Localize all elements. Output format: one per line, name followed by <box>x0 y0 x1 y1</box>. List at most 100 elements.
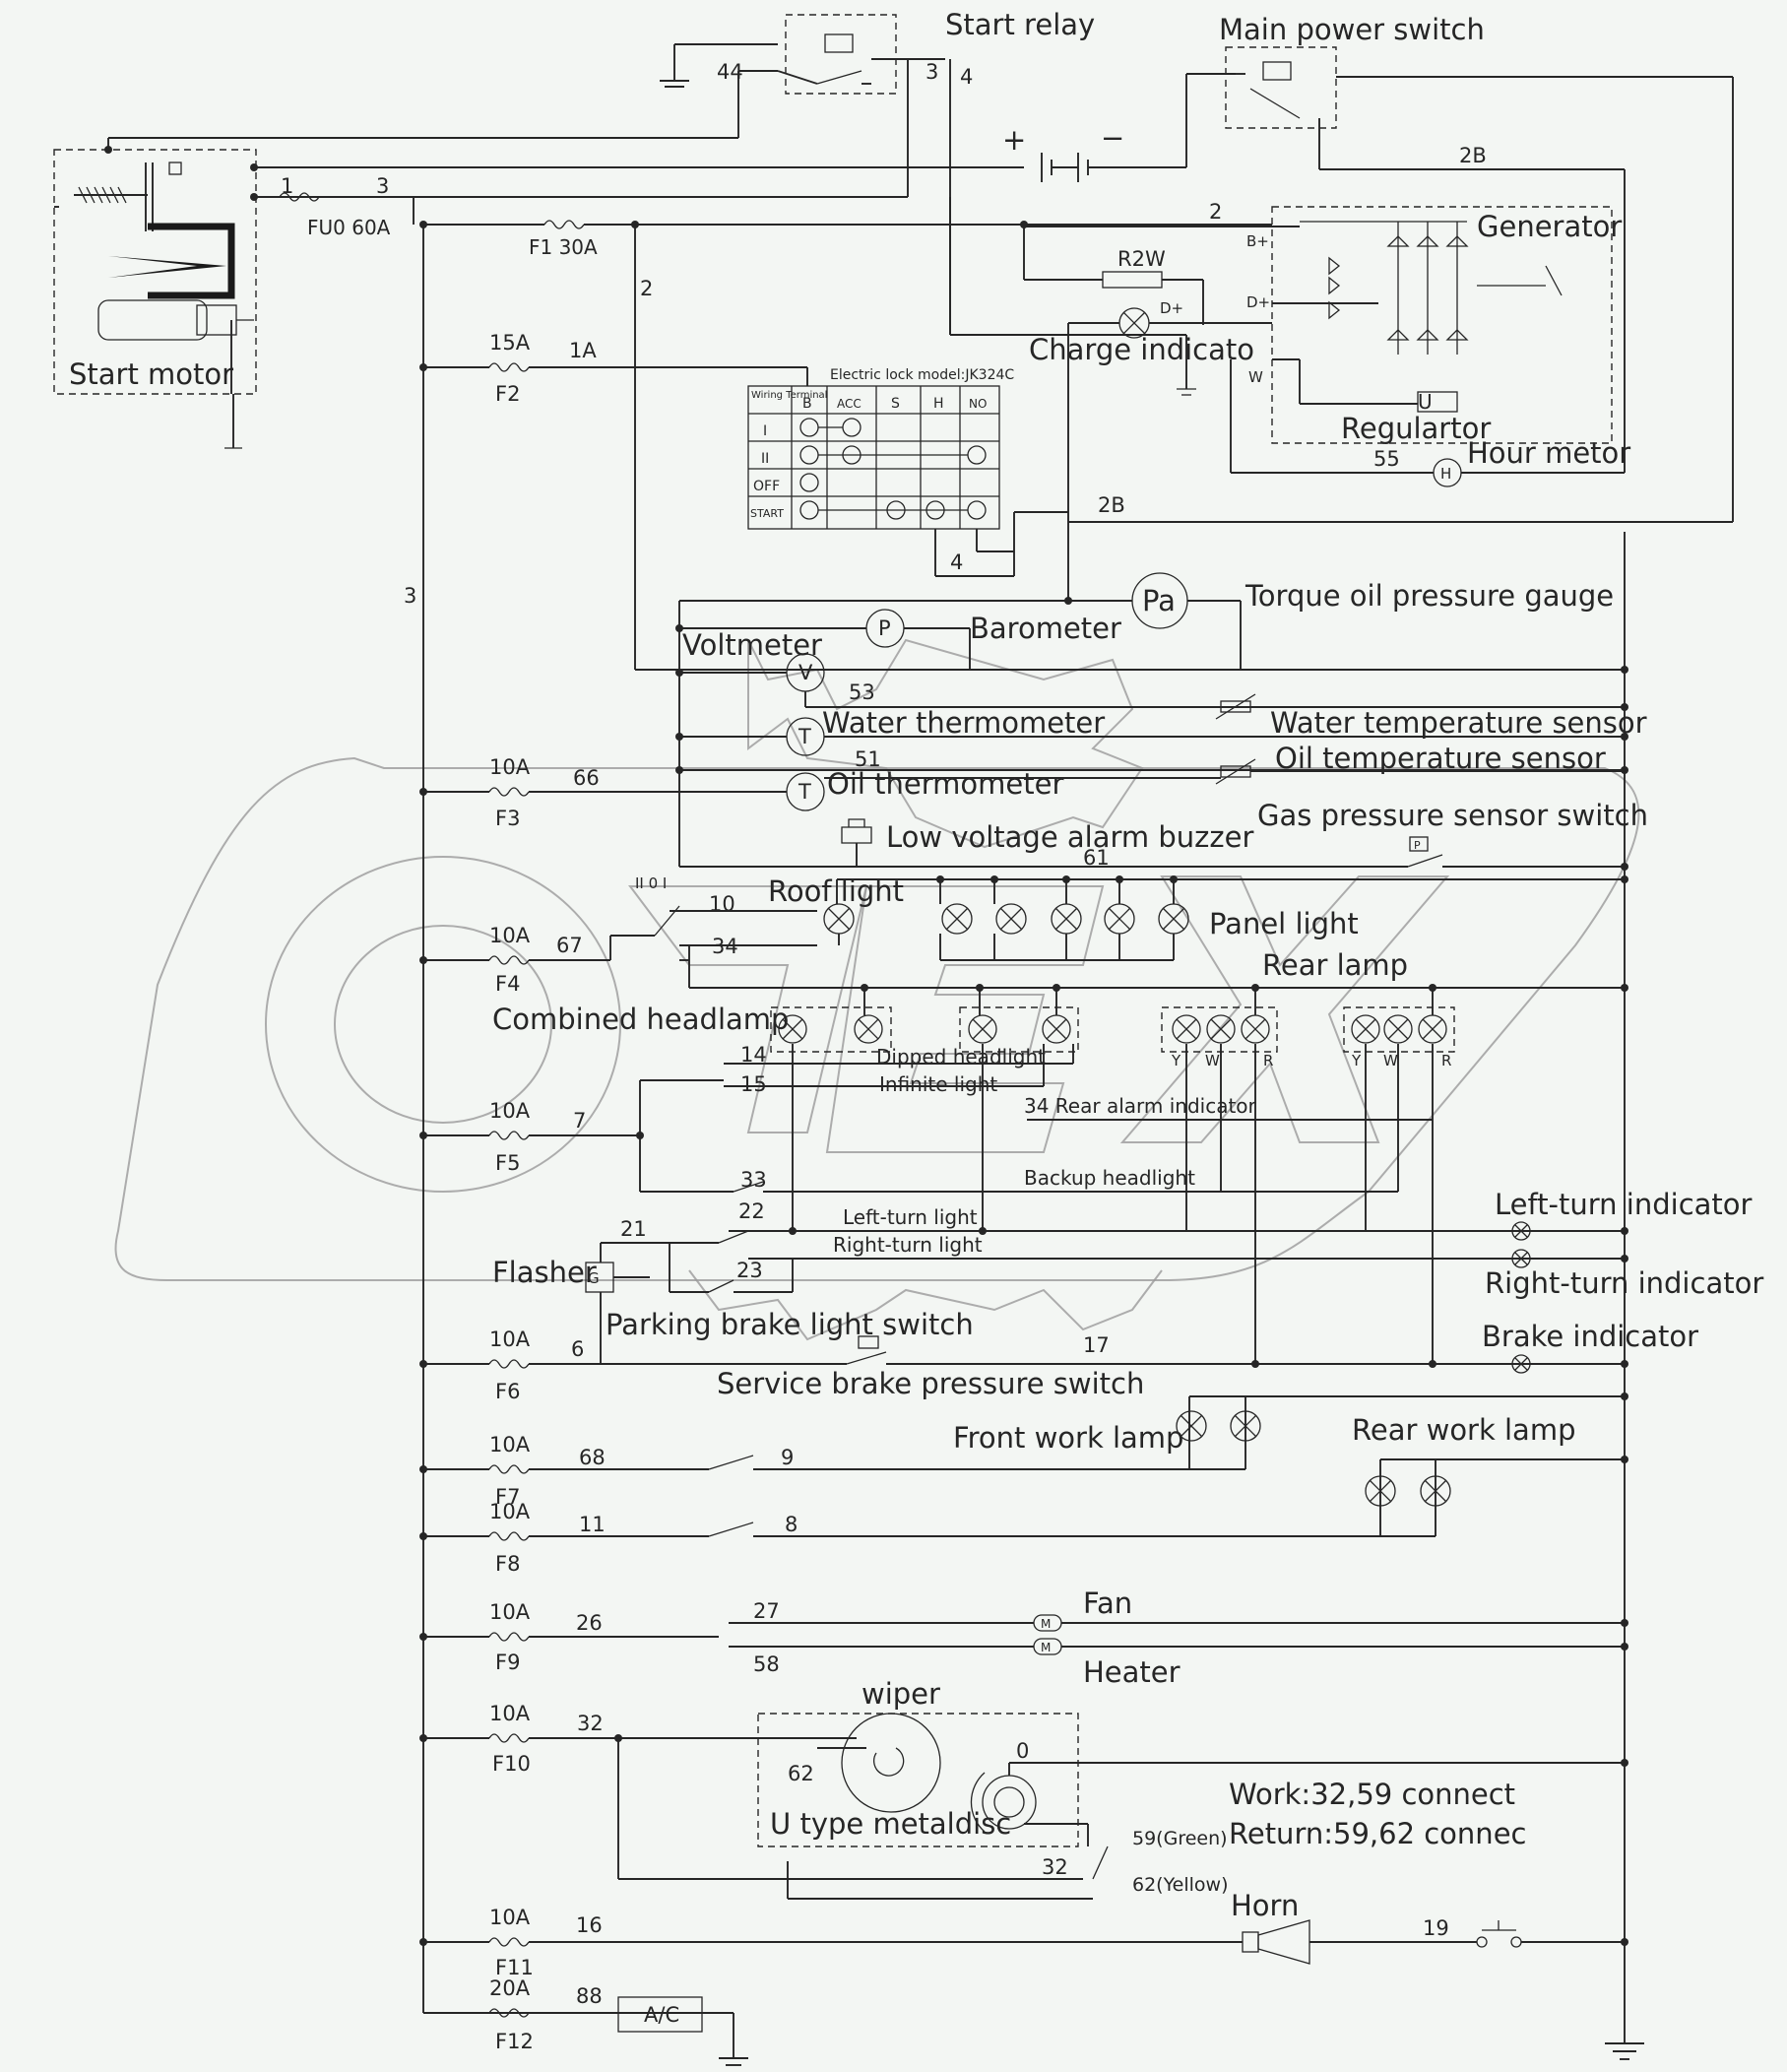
svg-text:START: START <box>750 507 784 520</box>
svg-text:G: G <box>588 1269 600 1287</box>
svg-text:W: W <box>1248 368 1263 386</box>
svg-text:32: 32 <box>577 1712 604 1735</box>
svg-text:21: 21 <box>620 1217 647 1241</box>
svg-text:Y: Y <box>1171 1052 1181 1069</box>
gas-sensor-label: Gas pressure sensor switch <box>1257 799 1648 832</box>
battery-plus: + <box>1002 123 1026 157</box>
wiper: wiper U type metaldisc 10A F10 32 62 0 3… <box>423 1677 1625 1900</box>
svg-text:10A: 10A <box>489 1099 531 1123</box>
heater-label: Heater <box>1083 1655 1181 1689</box>
right-turn-indicator-label: Right-turn indicator <box>1485 1266 1763 1300</box>
svg-text:I: I <box>763 423 767 439</box>
ac-label: A/C <box>644 2003 679 2027</box>
gauges: Pa Torque oil pressure gauge P Barometer… <box>423 572 1648 870</box>
svg-text:1A: 1A <box>569 339 597 362</box>
battery-circuit: + − 1 3 FU0 60A 44 3 4 <box>107 43 1236 336</box>
flasher-label: Flasher <box>492 1256 597 1289</box>
brake-indicator-label: Brake indicator <box>1482 1320 1698 1353</box>
voltmeter-label: Voltmeter <box>682 628 822 662</box>
svg-text:44: 44 <box>717 60 743 84</box>
svg-text:R: R <box>1441 1052 1451 1069</box>
svg-text:3: 3 <box>925 60 938 84</box>
svg-text:H: H <box>933 396 944 412</box>
svg-text:15: 15 <box>740 1072 767 1096</box>
left-turn-indicator-label: Left-turn indicator <box>1495 1188 1753 1221</box>
svg-text:H: H <box>1440 465 1451 483</box>
svg-text:ACC: ACC <box>837 397 862 411</box>
start-relay: Start relay <box>777 8 1095 95</box>
backup-label: Backup headlight <box>1024 1166 1195 1190</box>
generator-label: Generator <box>1477 210 1622 243</box>
start-motor: Start motor <box>53 149 257 449</box>
svg-text:1: 1 <box>281 174 293 198</box>
horn-label: Horn <box>1231 1889 1299 1922</box>
svg-text:15A: 15A <box>489 331 531 355</box>
headlamps: Combined headlamp 14 15 Dipped headlight… <box>423 988 1455 1231</box>
brake-circuit: 10A F6 6 17 Service brake pressure switc… <box>423 1120 1625 1403</box>
svg-text:2: 2 <box>1209 200 1222 224</box>
svg-text:3: 3 <box>404 584 416 608</box>
svg-text:F4: F4 <box>495 972 520 996</box>
svg-text:P: P <box>1414 839 1421 852</box>
svg-text:9: 9 <box>781 1446 794 1469</box>
oil-thermometer-label: Oil thermometer <box>827 767 1063 801</box>
hour-meter: H 55 Hour metor <box>1230 359 1630 487</box>
svg-text:10: 10 <box>709 892 735 916</box>
svg-text:B+: B+ <box>1246 232 1269 250</box>
svg-text:32: 32 <box>1042 1855 1068 1879</box>
svg-text:2B: 2B <box>1459 144 1487 167</box>
water-sensor-label: Water temperature sensor <box>1270 706 1647 740</box>
water-thermometer-label: Water thermometer <box>822 706 1105 740</box>
svg-text:0: 0 <box>1016 1739 1029 1763</box>
battery-minus: − <box>1101 121 1124 155</box>
svg-text:OFF: OFF <box>753 479 780 494</box>
svg-text:53: 53 <box>849 680 875 704</box>
svg-text:T: T <box>798 725 811 748</box>
left-turn-light-label: Left-turn light <box>843 1205 978 1229</box>
svg-text:F2: F2 <box>495 382 520 406</box>
svg-text:F3: F3 <box>495 807 520 830</box>
svg-text:26: 26 <box>576 1611 603 1635</box>
svg-text:F7: F7 <box>495 1485 520 1509</box>
svg-text:B: B <box>802 396 812 412</box>
svg-text:V: V <box>798 661 813 684</box>
fan-heater: M M 10A F9 26 27 58 Fan Heater <box>423 1586 1625 1689</box>
svg-text:T: T <box>798 780 811 804</box>
fan-label: Fan <box>1083 1586 1132 1620</box>
svg-text:R: R <box>1263 1052 1273 1069</box>
wiper-label: wiper <box>862 1677 940 1711</box>
svg-text:W: W <box>1205 1052 1220 1069</box>
service-switch-label: Service brake pressure switch <box>717 1367 1144 1400</box>
svg-text:10A: 10A <box>489 1906 531 1929</box>
svg-text:F10: F10 <box>492 1752 531 1776</box>
svg-text:II 0 I: II 0 I <box>635 874 667 892</box>
svg-text:D+: D+ <box>1160 299 1183 317</box>
f1-circuit: 2 2 F1 30A <box>423 197 1625 671</box>
svg-text:10A: 10A <box>489 1500 531 1523</box>
buzzer-label: Low voltage alarm buzzer <box>886 820 1253 854</box>
svg-text:88: 88 <box>576 1984 603 2008</box>
work-lamps: Front work lamp Rear work lamp 10A F7 68… <box>423 1395 1625 1576</box>
svg-text:7: 7 <box>573 1109 586 1133</box>
generator: Generator U Regulartor B+ D+ W R2W <box>1023 206 1622 601</box>
barometer-label: Barometer <box>970 612 1121 645</box>
dipped-label: Dipped headlight <box>876 1045 1046 1068</box>
svg-text:66: 66 <box>573 766 600 790</box>
svg-text:R2W: R2W <box>1117 247 1166 271</box>
svg-text:F12: F12 <box>495 2030 534 2053</box>
svg-text:67: 67 <box>556 934 583 957</box>
electric-lock: 15A F2 1A Electric lock model:JK324C Wir… <box>404 331 1125 608</box>
svg-text:51: 51 <box>855 747 881 771</box>
svg-text:F5: F5 <box>495 1151 520 1175</box>
junction-dots <box>104 146 1628 1946</box>
svg-text:33: 33 <box>740 1168 767 1192</box>
svg-text:27: 27 <box>753 1599 780 1623</box>
svg-text:8: 8 <box>785 1513 798 1536</box>
rear-alarm-label: 34 Rear alarm indicator <box>1024 1094 1257 1118</box>
svg-text:2B: 2B <box>1098 493 1125 517</box>
start-relay-label: Start relay <box>945 8 1095 41</box>
svg-text:55: 55 <box>1373 447 1400 471</box>
svg-text:10A: 10A <box>489 1327 531 1351</box>
hour-meter-label: Hour metor <box>1467 436 1630 470</box>
